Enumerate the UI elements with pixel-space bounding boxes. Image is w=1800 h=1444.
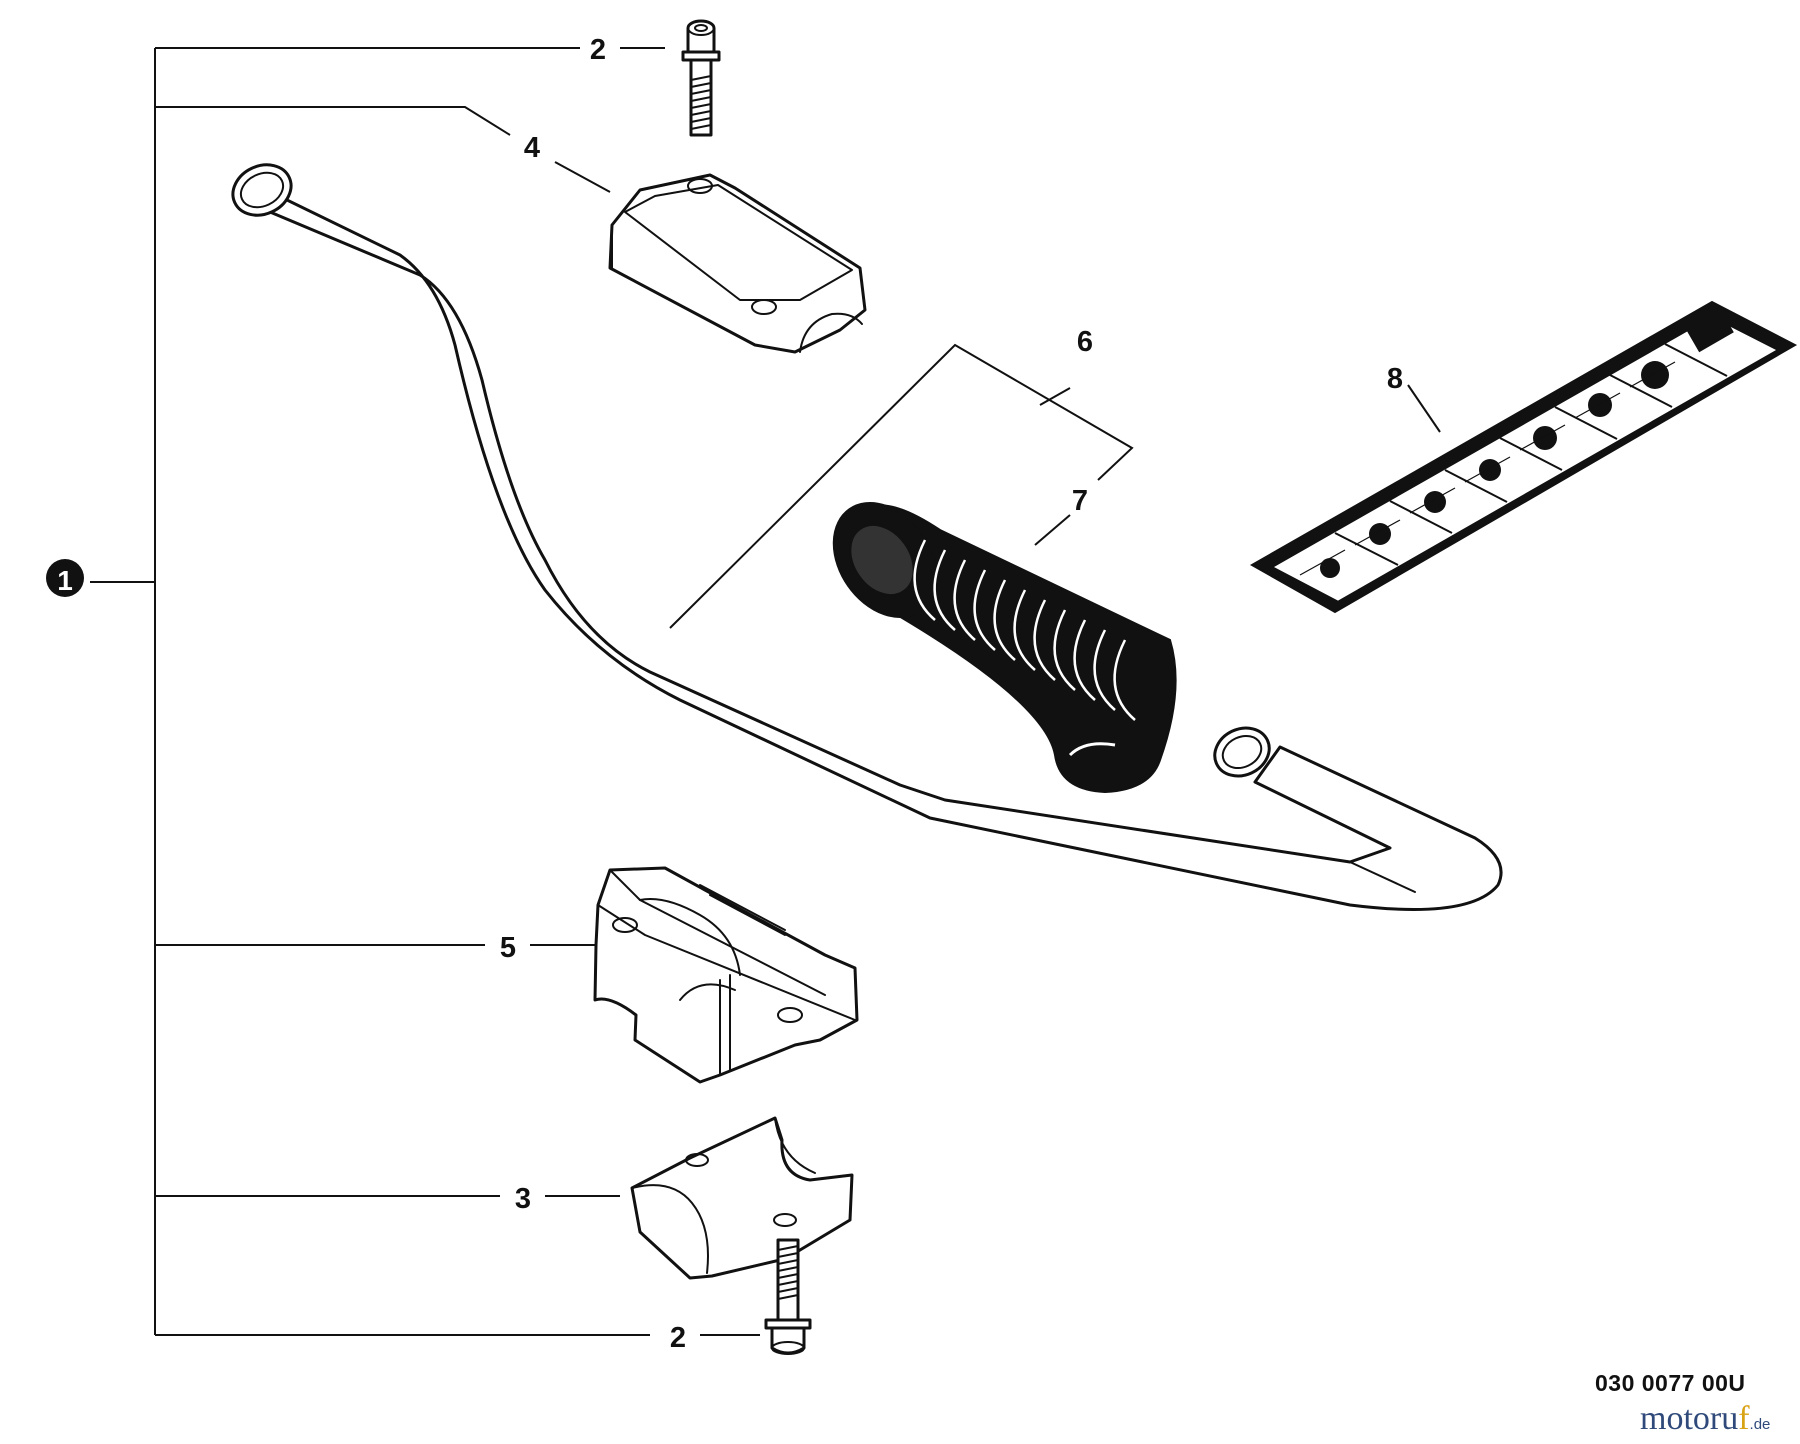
- watermark-brand-f: f: [1738, 1400, 1750, 1437]
- callout-1-label: 1: [57, 565, 73, 596]
- callout-8: 8: [1387, 363, 1403, 395]
- callout-7: 7: [1072, 485, 1088, 517]
- upper-clamp-drawing: [608, 173, 867, 354]
- watermark-tld: .de: [1749, 1416, 1771, 1433]
- drawing-number: 030 0077 00U: [1595, 1370, 1746, 1396]
- callout-5: 5: [500, 932, 516, 964]
- grip-drawing: [832, 502, 1177, 794]
- watermark-logo: motoruf.de: [1640, 1400, 1770, 1438]
- bolt-top-drawing: [681, 19, 721, 137]
- center-clamp-drawing: [593, 866, 859, 1084]
- callout-4: 4: [524, 132, 540, 164]
- callout-assembly: 1: [46, 559, 84, 597]
- callout-2-bottom: 2: [670, 1322, 686, 1354]
- handlebar-tube-drawing: [231, 163, 1503, 911]
- callout-6: 6: [1077, 326, 1093, 358]
- callout-3: 3: [515, 1183, 531, 1215]
- bolt-bottom-drawing: [764, 1238, 812, 1355]
- warning-label-drawing: [1249, 300, 1798, 614]
- assembly-bracket: [90, 47, 1441, 1336]
- lower-clamp-drawing: [630, 1116, 854, 1280]
- watermark-brand: motoru: [1640, 1400, 1739, 1437]
- callout-2-top: 2: [590, 34, 606, 66]
